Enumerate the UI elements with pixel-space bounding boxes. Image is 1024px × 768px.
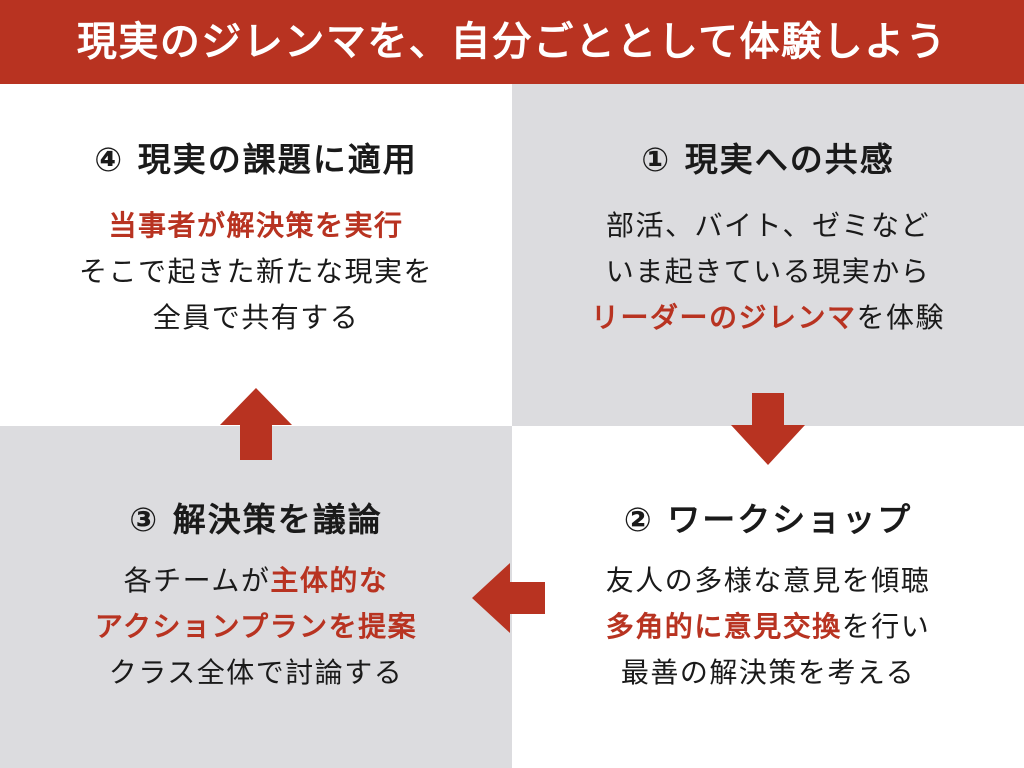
step1-line-1-text: 部活、バイト、ゼミなど (606, 209, 930, 242)
step1-heading: ① 現実への共感 (641, 140, 895, 179)
step4-line-3: 全員で共有する (0, 295, 512, 341)
slide-title: 現実のジレンマを、自分ごととして体験しよう (76, 19, 948, 65)
step2-line-3: 最善の解決策を考える (512, 650, 1024, 696)
step4-description: 当事者が解決策を実行 そこで起きた新たな現実を 全員で共有する (0, 203, 512, 341)
step2-line-2: 多角的に意見交換を行い (512, 604, 1024, 650)
step1-line-3: リーダーのジレンマを体験 (512, 295, 1024, 341)
step4-panel: ④ 現実の課題に適用 当事者が解決策を実行 そこで起きた新たな現実を 全員で共有… (0, 84, 512, 426)
step3-description: 各チームが主体的な アクションプランを提案 クラス全体で討論する (0, 558, 512, 696)
step3-line-2-highlight: アクションプランを提案 (94, 610, 418, 643)
step3-heading: ③ 解決策を議論 (129, 500, 383, 539)
step2-line-3-text: 最善の解決策を考える (620, 656, 916, 689)
step3-panel: ③ 解決策を議論 各チームが主体的な アクションプランを提案 クラス全体で討論す… (0, 426, 512, 768)
step1-line-3-text: を体験 (856, 301, 946, 334)
step3-line-1-highlight: 主体的な (270, 564, 389, 597)
step2-heading: ② ワークショップ (623, 500, 913, 539)
step4-line-1: 当事者が解決策を実行 (0, 203, 512, 249)
step1-line-3-highlight: リーダーのジレンマ (590, 301, 857, 334)
step3-line-2: アクションプランを提案 (0, 604, 512, 650)
step4-heading: ④ 現実の課題に適用 (94, 140, 418, 179)
step1-line-1: 部活、バイト、ゼミなど (512, 203, 1024, 249)
step3-line-1: 各チームが主体的な (0, 558, 512, 604)
step3-line-3-text: クラス全体で討論する (108, 656, 404, 689)
step2-line-1: 友人の多様な意見を傾聴 (512, 558, 1024, 604)
step2-panel: ② ワークショップ 友人の多様な意見を傾聴 多角的に意見交換を行い 最善の解決策… (512, 426, 1024, 768)
step4-line-3-text: 全員で共有する (152, 301, 360, 334)
step1-line-2: いま起きている現実から (512, 249, 1024, 295)
step2-line-1-text: 友人の多様な意見を傾聴 (605, 564, 931, 597)
step3-line-1-text: 各チームが (123, 564, 271, 597)
step2-line-2-highlight: 多角的に意見交換 (605, 610, 842, 643)
step4-line-2-text: そこで起きた新たな現実を (78, 255, 433, 288)
step1-line-2-text: いま起きている現実から (605, 255, 931, 288)
step3-line-3: クラス全体で討論する (0, 650, 512, 696)
step1-panel: ① 現実への共感 部活、バイト、ゼミなど いま起きている現実から リーダーのジレ… (512, 84, 1024, 426)
step2-line-2-text: を行い (841, 610, 931, 643)
step2-description: 友人の多様な意見を傾聴 多角的に意見交換を行い 最善の解決策を考える (512, 558, 1024, 696)
step1-description: 部活、バイト、ゼミなど いま起きている現実から リーダーのジレンマを体験 (512, 203, 1024, 341)
step4-line-2: そこで起きた新たな現実を (0, 249, 512, 295)
title-bar: 現実のジレンマを、自分ごととして体験しよう (0, 0, 1024, 84)
step4-line-1-text: 当事者が解決策を実行 (108, 209, 404, 242)
